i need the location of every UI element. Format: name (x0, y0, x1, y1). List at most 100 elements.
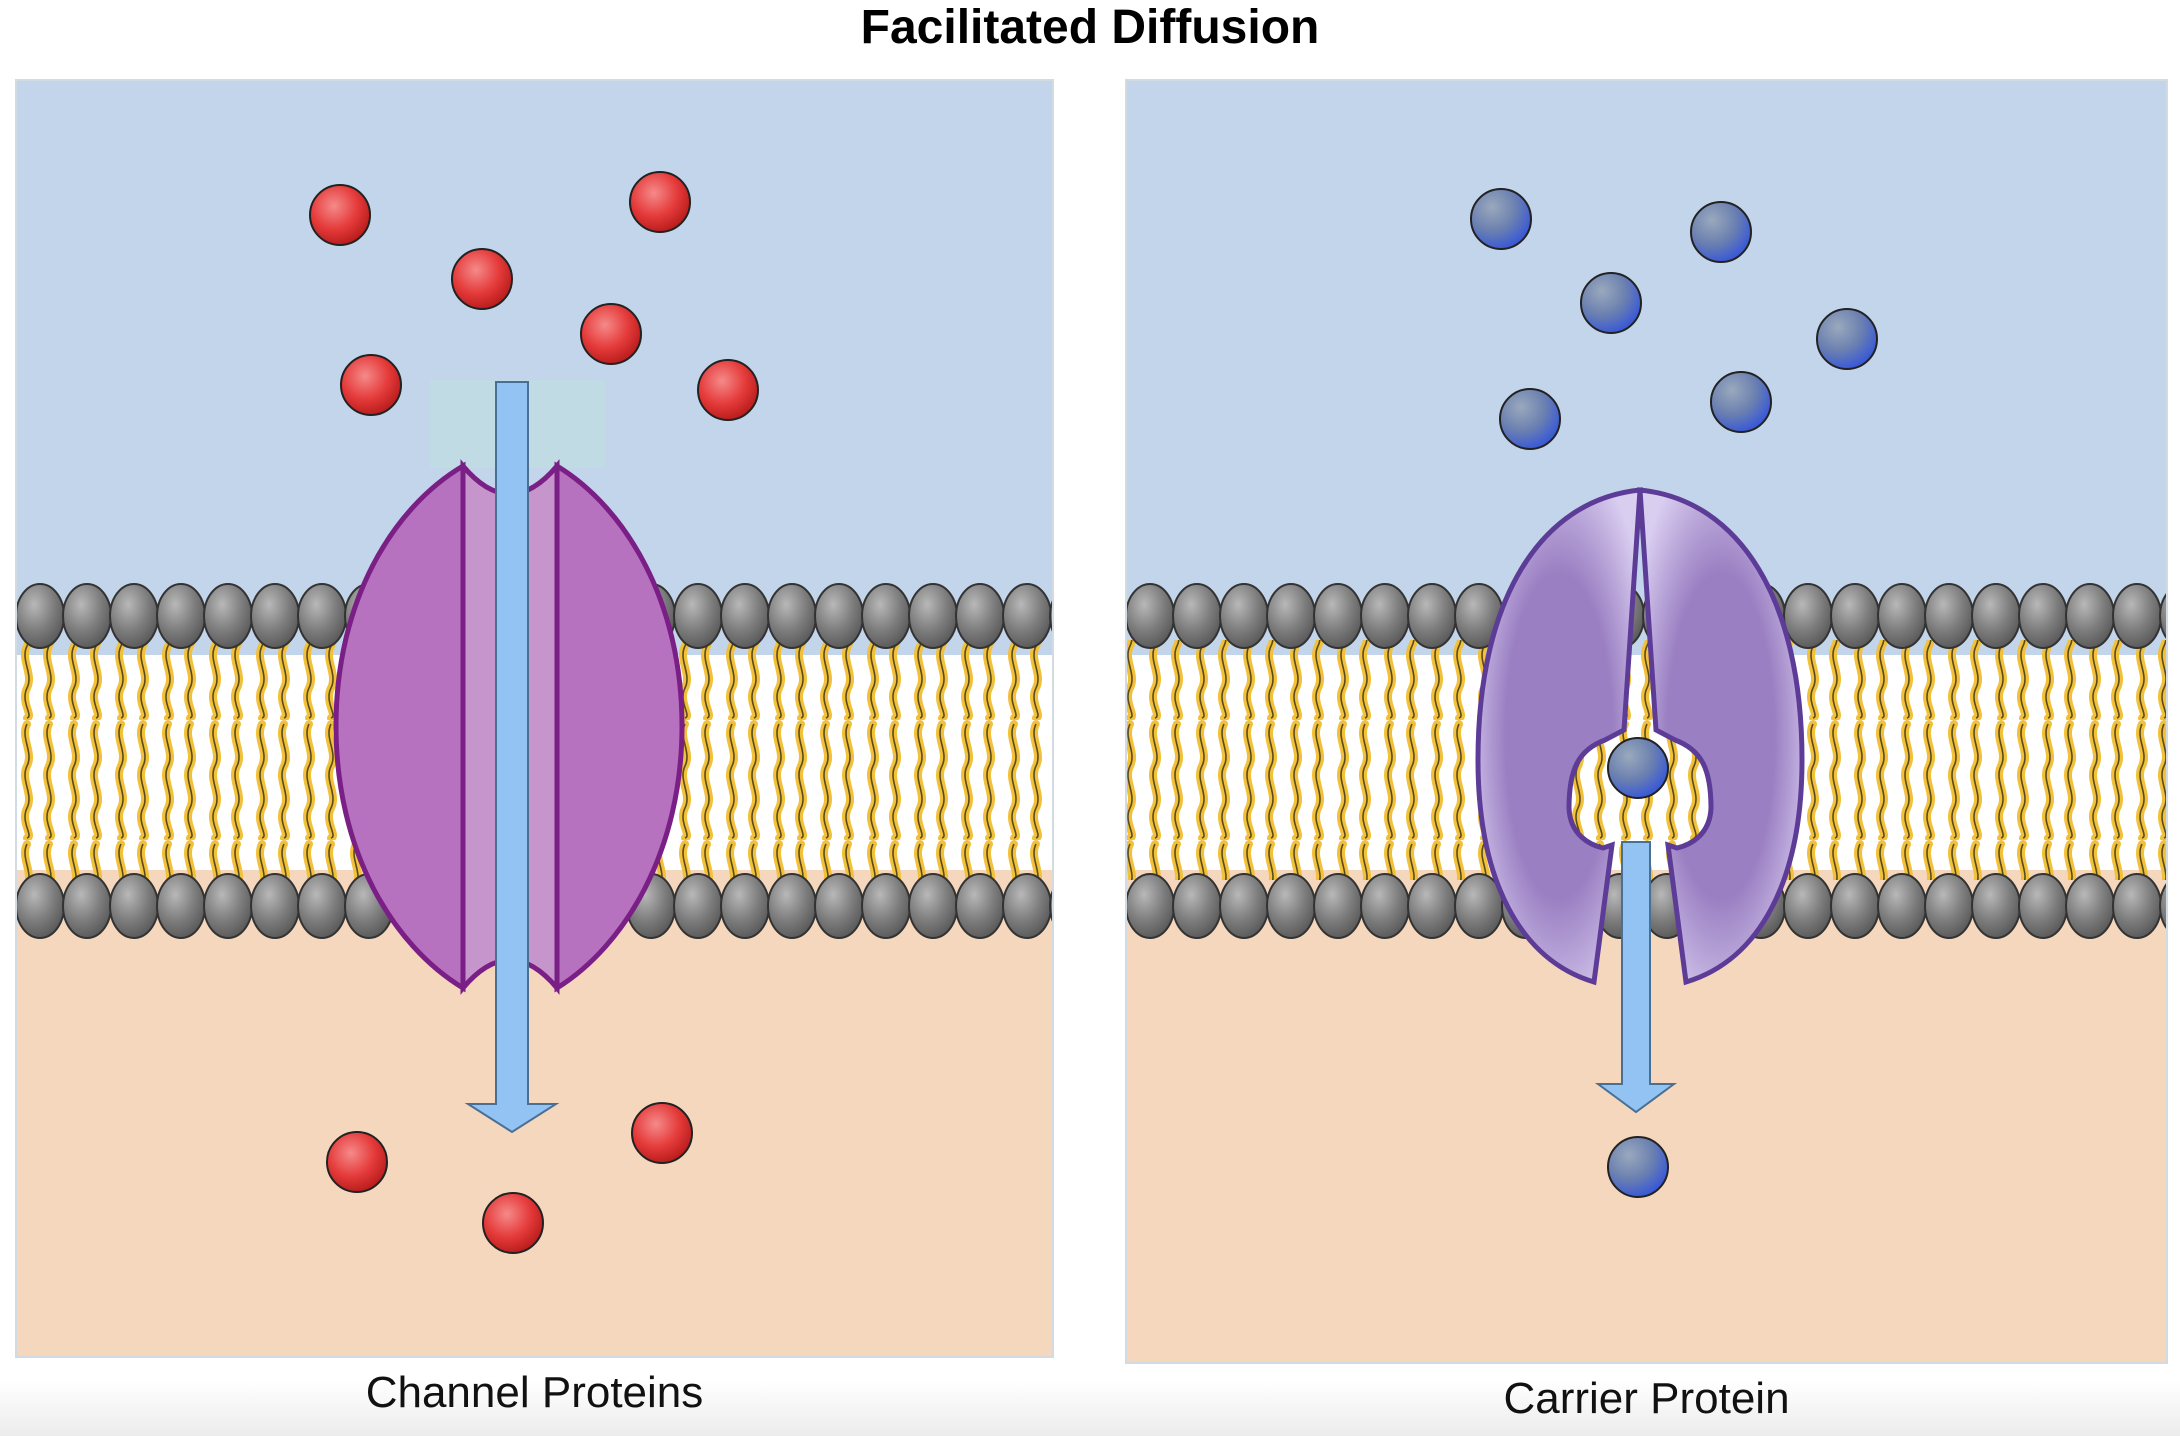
channel-panel (16, 80, 1053, 1357)
phospholipid-head (16, 873, 65, 939)
channel-subunit-right (554, 461, 685, 993)
phospholipid-head (1877, 873, 1927, 939)
phospholipid-head (720, 873, 770, 939)
phospholipid-head (1830, 583, 1880, 649)
phospholipid-head (1219, 873, 1269, 939)
phospholipid-head (1924, 873, 1974, 939)
phospholipid-head (1360, 583, 1410, 649)
phospholipid-head (955, 873, 1005, 939)
solutes-outside (309, 171, 759, 421)
phospholipid-head (109, 583, 159, 649)
channel-panel-border (15, 79, 1054, 1358)
phospholipid-head (1877, 583, 1927, 649)
phospholipid-head (767, 873, 817, 939)
phospholipid-head (1360, 873, 1410, 939)
phospholipid-head (1924, 583, 1974, 649)
phospholipid-head (1266, 873, 1316, 939)
carrier-panel-label: Carrier Protein (1503, 1374, 1790, 1423)
phospholipid-head (1830, 873, 1880, 939)
phospholipid-head (1783, 583, 1833, 649)
phospholipid-head (2065, 583, 2115, 649)
phospholipid-head (2112, 873, 2162, 939)
phospholipid-head (62, 583, 112, 649)
phospholipid-head (720, 583, 770, 649)
solute-molecule (629, 171, 691, 233)
solute-molecule (580, 303, 642, 365)
phospholipid-head (109, 873, 159, 939)
phospholipid-head (1002, 873, 1052, 939)
channel-panel-label: Channel Proteins (365, 1368, 704, 1417)
solutes-inside (326, 1102, 693, 1254)
solute-molecule (451, 248, 513, 310)
carrier-panel (1126, 80, 2167, 1363)
bound-solute (1607, 737, 1669, 799)
phospholipid-head (861, 583, 911, 649)
phospholipid-head (16, 583, 65, 649)
bottom-strip (0, 1380, 2180, 1436)
solutes-outside (1470, 188, 1878, 450)
phospholipid-head (2159, 881, 2167, 931)
solute-molecule (1580, 272, 1642, 334)
phospholipid-head (2018, 583, 2068, 649)
phospholipid-head (908, 873, 958, 939)
phospholipid-head (1002, 583, 1052, 649)
channel-subunit-left (333, 461, 466, 993)
solute-molecule (482, 1192, 544, 1254)
phospholipid-head (955, 583, 1005, 649)
solute-molecule (309, 184, 371, 246)
phospholipid-head (1219, 583, 1269, 649)
diffusion-arrow (464, 381, 560, 1134)
phospholipid-head (1172, 873, 1222, 939)
phospholipid-head (1266, 583, 1316, 649)
solute-molecule (1499, 388, 1561, 450)
carrier-panel-border (1125, 79, 2168, 1364)
phospholipid-head (1126, 873, 1175, 939)
phospholipid-head (2065, 873, 2115, 939)
phospholipid-head (250, 873, 300, 939)
solutes-inside (1607, 1136, 1669, 1198)
solute-molecule (1607, 1136, 1669, 1198)
phospholipid-head (156, 873, 206, 939)
phospholipid-head (1126, 583, 1175, 649)
transport-arrow (1594, 841, 1678, 1114)
solute-molecule (1470, 188, 1532, 250)
phospholipid-head (1313, 873, 1363, 939)
phospholipid-head (62, 873, 112, 939)
phospholipid-head (673, 583, 723, 649)
phospholipid-head (1783, 873, 1833, 939)
phospholipid-head (250, 583, 300, 649)
phospholipid-head (1407, 873, 1457, 939)
carrier-subunit-right (1637, 487, 1805, 986)
phospholipid-head (1407, 583, 1457, 649)
phospholipid-head (908, 583, 958, 649)
solute-molecule (1816, 308, 1878, 370)
phospholipid-head (861, 873, 911, 939)
solute-molecule (697, 359, 759, 421)
phospholipid-head (297, 583, 347, 649)
phospholipid-head (1971, 873, 2021, 939)
phospholipid-head (203, 873, 253, 939)
phospholipid-head (2018, 873, 2068, 939)
phospholipid-head (767, 583, 817, 649)
phospholipid-head (1971, 583, 2021, 649)
phospholipid-head (1049, 888, 1053, 924)
phospholipid-head (1049, 598, 1053, 634)
phospholipid-head (814, 873, 864, 939)
phospholipid-head (814, 583, 864, 649)
solute-molecule (631, 1102, 693, 1164)
phospholipid-head (156, 583, 206, 649)
solute-molecule (1710, 371, 1772, 433)
solute-molecule (1690, 201, 1752, 263)
phospholipid-head (297, 873, 347, 939)
phospholipid-head (673, 873, 723, 939)
phospholipid-head (2159, 591, 2167, 641)
diagram-title: Facilitated Diffusion (860, 1, 1320, 54)
channel-protein (333, 380, 685, 1134)
carrier-protein (1475, 487, 1805, 1114)
phospholipid-head (203, 583, 253, 649)
solute-molecule (340, 354, 402, 416)
solute-molecule (326, 1131, 388, 1193)
phospholipid-head (1313, 583, 1363, 649)
